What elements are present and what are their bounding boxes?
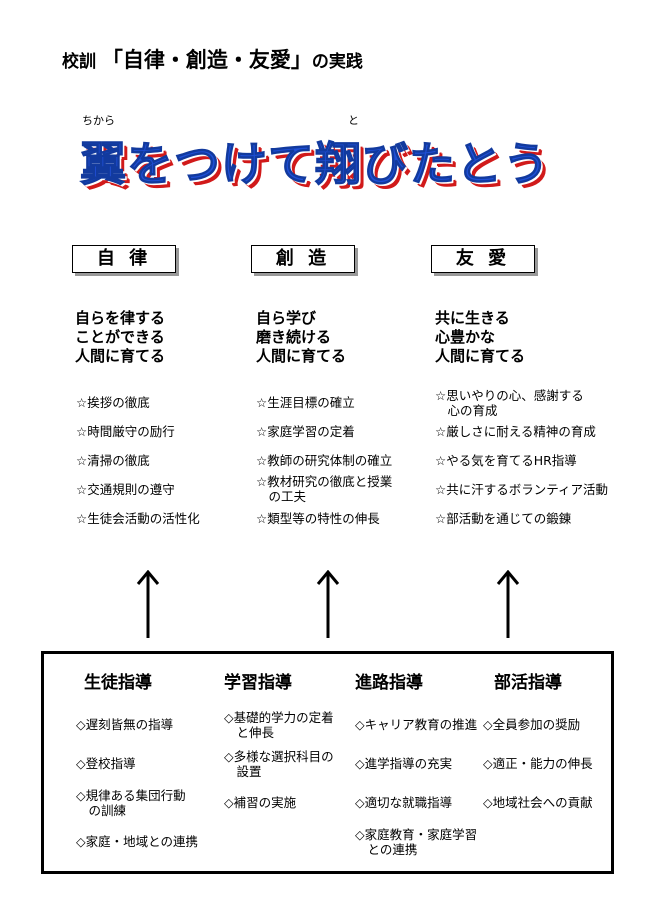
up-arrow-icon (136, 570, 160, 638)
goal-souzou: 自ら学び 磨き続ける 人間に育てる (256, 309, 346, 366)
guidance-item: ◇キャリア教育の推進 (355, 717, 478, 732)
motto-line: 校訓 「自律・創造・友愛」の実践 (62, 44, 363, 74)
list-item: ☆家庭学習の定着 (256, 424, 355, 439)
guidance-item: ◇家庭教育・家庭学習 との連携 (355, 827, 478, 857)
goal-line: 自ら学び (256, 309, 317, 327)
guidance-item: ◇適切な就職指導 (355, 795, 453, 810)
guidance-item: ◇進学指導の充実 (355, 756, 453, 771)
list-item: ☆教材研究の徹底と授業 の工夫 (256, 474, 393, 504)
list-item: ☆挨拶の徹底 (76, 395, 150, 410)
guidance-item: ◇全員参加の奨励 (483, 717, 581, 732)
guidance-box (41, 651, 614, 874)
list-item: ☆教師の研究体制の確立 (256, 453, 393, 468)
list-item: ☆やる気を育てるHR指導 (435, 453, 577, 468)
list-item: ☆思いやりの心、感謝する 心の育成 (435, 388, 584, 418)
guidance-item: ◇補習の実施 (224, 795, 297, 810)
up-arrow-icon (496, 570, 520, 638)
guidance-item: ◇登校指導 (76, 756, 136, 771)
goal-line: 人間に育てる (256, 347, 347, 365)
ruby-to: と (348, 114, 359, 127)
guidance-title-gakushu: 学習指導 (224, 673, 292, 693)
motto-prefix: 校訓 (62, 52, 96, 72)
ruby-chikara: ちから (82, 114, 115, 127)
guidance-title-shinro: 進路指導 (355, 673, 423, 693)
goal-line: 人間に育てる (75, 347, 166, 365)
motto-values: 「自律・創造・友愛」 (101, 48, 312, 72)
list-item: ☆厳しさに耐える精神の育成 (435, 424, 596, 439)
guidance-title-bukatsu: 部活指導 (494, 673, 562, 693)
goal-line: ことができる (75, 328, 165, 346)
goal-yuuai: 共に生きる 心豊かな 人間に育てる (435, 309, 525, 366)
motto-suffix: の実践 (311, 52, 363, 72)
goal-line: 心豊かな (435, 328, 496, 346)
value-box-souzou: 創 造 (251, 245, 355, 273)
guidance-item: ◇遅刻皆無の指導 (76, 717, 174, 732)
headline-title: 翼をつけて翔びたとう (80, 137, 550, 192)
guidance-item: ◇家庭・地域との連携 (76, 834, 198, 849)
goal-line: 磨き続ける (256, 328, 332, 346)
list-item: ☆生涯目標の確立 (256, 395, 355, 410)
guidance-item: ◇多様な選択科目の 設置 (224, 749, 334, 779)
guidance-item: ◇規律ある集団行動 の訓練 (76, 788, 186, 818)
goal-line: 共に生きる (435, 309, 510, 327)
goal-jiritsu: 自らを律する ことができる 人間に育てる (75, 309, 165, 366)
guidance-item: ◇地域社会への貢献 (483, 795, 593, 810)
goal-line: 自らを律する (75, 309, 166, 327)
guidance-item: ◇基礎的学力の定着 と伸長 (224, 710, 334, 740)
guidance-item: ◇適正・能力の伸長 (483, 756, 593, 771)
list-item: ☆部活動を通じての鍛錬 (435, 511, 572, 526)
value-box-jiritsu: 自 律 (72, 245, 176, 273)
list-item: ☆交通規則の遵守 (76, 482, 175, 497)
up-arrow-icon (316, 570, 340, 638)
goal-line: 人間に育てる (435, 347, 526, 365)
list-item: ☆清掃の徹底 (76, 453, 150, 468)
guidance-title-seito: 生徒指導 (84, 673, 152, 693)
value-box-yuuai: 友 愛 (431, 245, 535, 273)
list-item: ☆共に汗するボランティア活動 (435, 482, 608, 497)
list-item: ☆時間厳守の励行 (76, 424, 175, 439)
list-item: ☆生徒会活動の活性化 (76, 511, 200, 526)
list-item: ☆類型等の特性の伸長 (256, 511, 380, 526)
